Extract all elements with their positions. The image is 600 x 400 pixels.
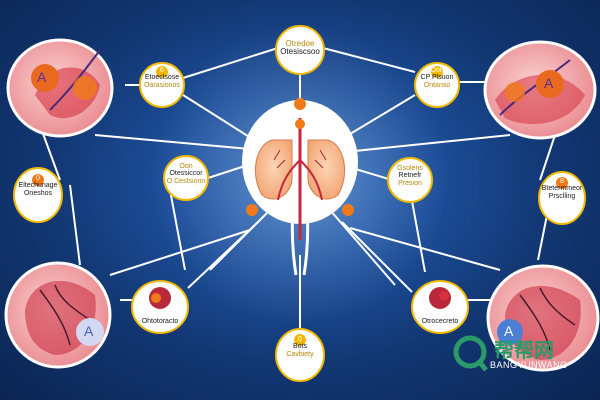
watermark-logo [453,335,488,372]
node-upper-left: 6 Etoeclsose Oarasionos [140,67,184,89]
node-far-right-line2: Prsclling [548,192,576,200]
organ-bottom-left [4,261,112,369]
connectors [37,47,561,330]
node-mid-left: Oon Otessiccor O Cestsionn [164,163,208,185]
node-shapes [13,25,586,382]
node-mid-right-line1: Gsolens [397,165,423,172]
node-mid-right-line3: Presion [398,179,422,187]
organ-marker-bottom-left: A [84,323,94,339]
node-upper-left-icon: 6 [160,67,164,74]
organ-top-right [483,40,597,140]
organ-bottom-right [486,264,600,372]
node-lower-left-line1: Ohtotoracto [141,318,179,325]
node-far-left-icon: 0 [36,175,40,182]
node-upper-right-icon: Oon [430,67,444,74]
node-mid-left-line3: O Cestsionn [166,177,206,185]
node-bottom-line2: Cavbiety [286,350,314,358]
watermark-latin: BANGYUNWANG [490,360,568,370]
node-lower-left: Ohtotoracto [132,318,188,325]
central-lungs [242,98,358,276]
node-far-left-line2: Oneshos [23,189,53,197]
node-bottom: 0 Bots Cavbiety [276,336,324,358]
node-icons [32,66,568,346]
organ-top-left [6,38,114,138]
node-far-right-icon: 8 [560,178,564,185]
node-upper-right: Oon CP Plsuon Ontanso [415,67,459,89]
organ-marker-top-left: A [37,69,47,85]
node-far-left: 0 Eltechunage Oneshos [12,175,64,197]
node-bottom-line1: Bots [292,343,307,351]
node-top-line1: Otredoe [285,39,315,48]
node-top: Otredoe Otesiscsoo [276,39,324,57]
node-upper-right-line2: Ontanso [423,81,451,89]
node-mid-left-line1: Oon [179,163,193,170]
node-bottom-icon: 0 [298,336,302,343]
node-upper-right-line1: CP Plsuon [420,74,454,82]
organ-marker-bottom-right: A [504,323,514,339]
node-lower-right: Otrocecreto [412,318,468,325]
node-upper-left-line1: Etoeclsose [144,74,180,82]
node-lower-right-line1: Otrocecreto [421,318,459,325]
node-far-right-line1: Btetermmeor [541,185,583,193]
node-mid-right-line2: Retnefr [398,172,422,180]
node-upper-left-line2: Oarasionos [144,81,180,89]
node-far-left-line1: Eltechunage [18,182,58,190]
node-top-line2: Otesiscsoo [280,47,320,57]
node-mid-left-line2: Otessiccor [169,170,203,178]
node-mid-right: Gsolens Retnefr Presion [388,165,432,187]
organ-marker-top-right: A [544,75,554,91]
node-far-right: 8 Btetermmeor Prsclling [538,178,586,200]
watermark-chinese: 帮帮网 [494,340,554,362]
